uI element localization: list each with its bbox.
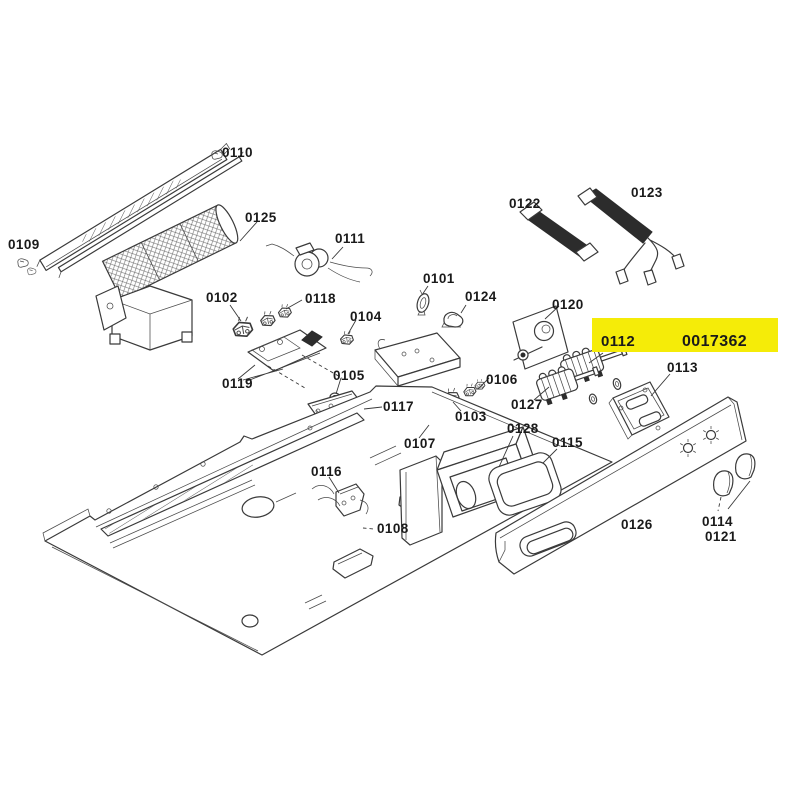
dial-marker	[680, 439, 696, 457]
part-label-0106: 0106	[486, 372, 518, 387]
part-label-0123: 0123	[631, 185, 663, 200]
part-label-0121: 0121	[705, 529, 737, 544]
part-0102-switch	[230, 314, 255, 340]
part-0126-control-panel	[494, 396, 747, 575]
part-0124-cable-clip	[441, 311, 464, 328]
part-label-0104: 0104	[350, 309, 382, 324]
part-label-0115: 0115	[552, 435, 583, 450]
part-0119-mounting-plate	[247, 329, 343, 389]
leader-lines	[229, 221, 751, 530]
part-0104-clip	[338, 329, 355, 346]
part-label-0111: 0111	[335, 231, 365, 246]
part-label-0105: 0105	[333, 368, 365, 383]
part-label-0125: 0125	[245, 210, 277, 225]
part-0101-clamp	[416, 289, 430, 316]
highlight-rect	[592, 318, 778, 352]
part-label-0117: 0117	[383, 399, 414, 414]
part-0127-selector-switch	[536, 366, 600, 406]
part-0111-motor	[265, 242, 373, 283]
part-label-0120: 0120	[552, 297, 584, 312]
part-0106-switch	[461, 377, 487, 399]
part-0116-wire-holder	[311, 483, 369, 517]
highlighted-part-number: 0017362	[682, 333, 747, 350]
part-label-0128: 0128	[507, 421, 539, 436]
highlighted-part-label: 0112	[601, 333, 635, 350]
part-label-0103: 0103	[455, 409, 487, 424]
part-0125-blower-wheel	[95, 204, 239, 351]
part-0120-bracket-plate	[512, 305, 569, 370]
part-label-0110: 0110	[222, 145, 253, 160]
part-washers	[588, 378, 622, 405]
part-label-0107: 0107	[404, 436, 436, 451]
highlight-box-0112: 0112 0017362	[588, 318, 778, 364]
part-label-0119: 0119	[222, 376, 253, 391]
part-control-module	[374, 332, 461, 387]
part-label-0101: 0101	[423, 271, 455, 286]
part-label-0109: 0109	[8, 237, 40, 252]
part-0115-display-lens	[488, 452, 562, 516]
part-0114-knob	[713, 470, 734, 497]
part-labels: 0109 0110 0125 0111 0102 0118 0104 0101 …	[8, 145, 737, 544]
part-label-0118: 0118	[305, 291, 336, 306]
dial-marker	[703, 426, 719, 444]
part-0122-ribbon-cable	[519, 201, 599, 262]
part-label-0124: 0124	[465, 289, 497, 304]
part-0110-vent-strip	[17, 142, 244, 278]
part-label-0108: 0108	[377, 521, 409, 536]
part-0123-wire-harness	[577, 187, 685, 286]
part-label-0102: 0102	[206, 290, 238, 305]
part-label-0127: 0127	[511, 397, 543, 412]
part-0118-switch	[258, 302, 293, 328]
part-0121-knob	[735, 453, 756, 480]
part-label-0122: 0122	[509, 196, 541, 211]
part-label-0126: 0126	[621, 517, 653, 532]
part-0113-switch-bracket	[608, 381, 670, 440]
part-label-0113: 0113	[667, 360, 698, 375]
part-label-0114: 0114	[702, 514, 733, 529]
part-label-0116: 0116	[311, 464, 342, 479]
